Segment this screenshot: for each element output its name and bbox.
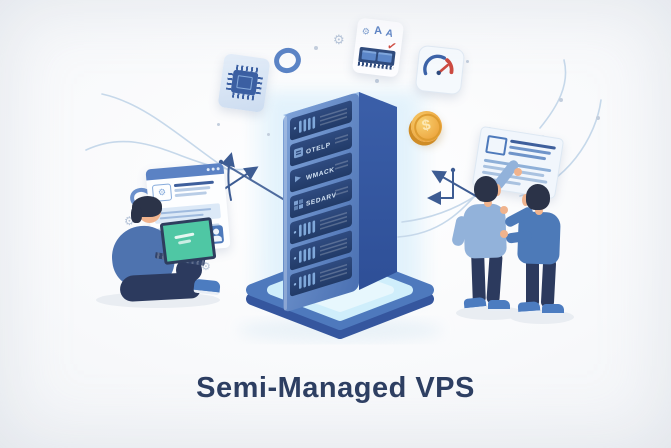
checkbox-outline-icon: [485, 134, 508, 156]
window-control-icon: [216, 167, 220, 171]
server-tower: OTELP WMACK SEDARV: [283, 92, 397, 312]
rack-slot-labeled: OTELP: [290, 126, 352, 167]
rack-slot-vents: [290, 100, 352, 141]
laptop-screen: [159, 216, 217, 266]
person-shoe: [542, 304, 564, 315]
letter-a: A: [373, 24, 383, 37]
window-control-icon: [206, 167, 210, 172]
rack-slot-vents: [290, 230, 352, 271]
gear-icon: ⚙: [124, 214, 135, 228]
rack-slot-labeled: WMACK: [290, 152, 352, 193]
person-hand: [500, 206, 508, 214]
window-control-icon: [211, 167, 215, 171]
person-hair: [526, 184, 550, 210]
text-check-card: ⚙ A A ✓: [351, 17, 405, 78]
person-hand: [514, 168, 522, 176]
deco-dot: [314, 46, 318, 50]
gauge-icon: [423, 54, 454, 76]
cpu-chip-card: [217, 53, 271, 113]
standing-person-gesturing: [500, 182, 580, 324]
server-side-face: [359, 92, 397, 290]
person-leg: [471, 251, 486, 305]
gear-icon: ⚙: [361, 25, 371, 37]
person-hair: [474, 176, 498, 202]
gear-icon: ⚙: [333, 32, 345, 47]
deco-dot: [375, 79, 379, 83]
rack-slot-vents: [290, 204, 352, 245]
deco-dot: [217, 123, 220, 126]
deco-dot: [596, 116, 600, 120]
person-leg: [540, 257, 557, 309]
cpu-chip-icon: [230, 69, 259, 96]
deco-dot: [267, 133, 270, 136]
rack-slot-labeled: SEDARV: [290, 178, 352, 219]
person-leg: [486, 251, 503, 305]
person-shoe: [193, 278, 221, 296]
speedometer-card: [414, 44, 466, 96]
person-shoe: [463, 296, 487, 311]
tool-icon: [295, 176, 301, 183]
sitting-person-with-laptop: [90, 196, 230, 310]
server-front-face: OTELP WMACK SEDARV: [283, 93, 359, 312]
standing-person-pointing: [451, 158, 532, 320]
deco-dot: [466, 60, 469, 63]
deco-dot: [559, 98, 563, 102]
rack-slot-vents: [290, 256, 352, 297]
person-shoe: [517, 301, 541, 314]
storage-icon: [294, 147, 303, 159]
person-shoe: [488, 300, 510, 311]
grid-icon: [294, 200, 298, 206]
person-hand: [500, 230, 508, 238]
page-title: Semi-Managed VPS: [196, 372, 475, 404]
person-leg: [526, 258, 539, 308]
